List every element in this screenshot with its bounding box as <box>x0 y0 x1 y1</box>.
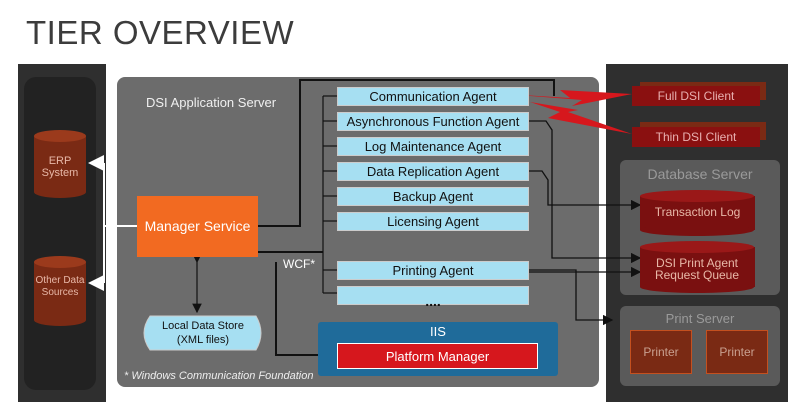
footnote: * Windows Communication Foundation <box>124 370 314 382</box>
print-server-label: Print Server <box>665 311 735 326</box>
full-dsi-client-box: Full DSI Client <box>632 86 760 106</box>
application-server-label: DSI Application Server <box>146 95 277 110</box>
backup-agent-box: Backup Agent <box>337 187 529 206</box>
external-sources-panel <box>24 77 96 390</box>
page-title: TIER OVERVIEW <box>26 14 295 51</box>
other-data-sources-label: Other Data Sources <box>35 275 85 298</box>
other-data-sources-cylinder <box>34 256 86 326</box>
transaction-log-label: Transaction Log <box>654 205 741 219</box>
manager-service-box: Manager Service <box>137 196 258 257</box>
printer-1-box: Printer <box>630 330 692 374</box>
lightning-bolt-icon <box>505 90 632 134</box>
print-queue-cylinder <box>640 241 755 293</box>
data-replication-agent-box: Data Replication Agent <box>337 162 529 181</box>
asynchronous-function-agent-box: Asynchronous Function Agent <box>337 112 529 131</box>
printing-agent-box: Printing Agent <box>337 261 529 280</box>
log-maintenance-agent-box: Log Maintenance Agent <box>337 137 529 156</box>
licensing-agent-box: Licensing Agent <box>337 212 529 231</box>
iis-label: IIS <box>430 324 446 339</box>
more-agents-box: .... <box>337 286 529 309</box>
local-data-store-label: Local Data Store (XML files) <box>162 320 244 346</box>
print-queue-label: DSI Print Agent Request Queue <box>654 256 740 282</box>
database-server-label: Database Server <box>647 166 753 182</box>
platform-manager-box: Platform Manager <box>337 343 538 369</box>
printer-2-box: Printer <box>706 330 768 374</box>
wcf-label: WCF* <box>283 257 315 271</box>
erp-system-label: ERP System <box>41 155 79 179</box>
communication-agent-box: Communication Agent <box>337 87 529 106</box>
local-data-store-shape <box>143 315 262 351</box>
thin-dsi-client-box: Thin DSI Client <box>632 127 760 147</box>
erp-system-cylinder <box>34 130 86 198</box>
transaction-log-cylinder <box>640 190 755 236</box>
